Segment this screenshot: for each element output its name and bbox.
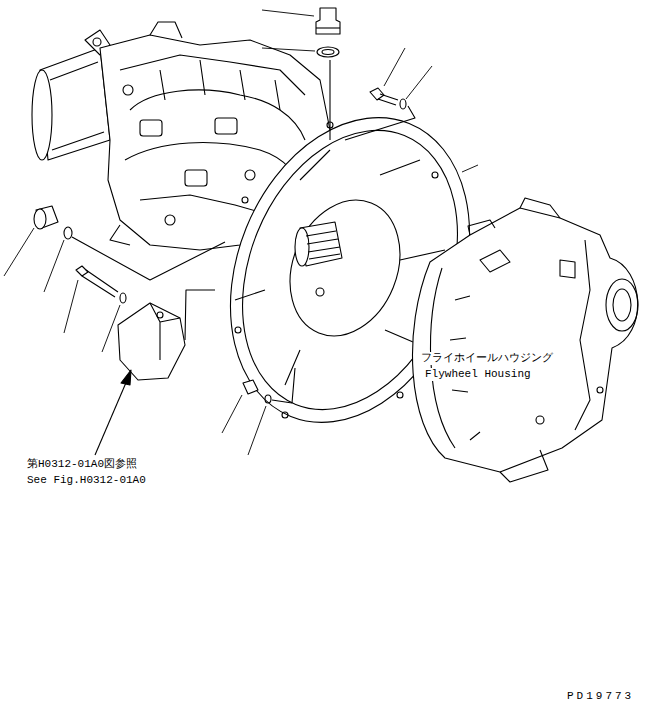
flange-bolt <box>345 88 415 140</box>
sensor-cover <box>118 290 215 380</box>
leader-lines <box>4 10 478 455</box>
reference-arrow <box>95 370 131 455</box>
flywheel-housing <box>412 198 638 482</box>
part-label: フライホイールハウジング <box>420 352 554 365</box>
drawing-number: PD19773 <box>566 690 635 703</box>
reference-note: 第H0312-01A0図参照 <box>26 458 138 471</box>
reference-note: See Fig.H0312-01A0 <box>26 474 147 487</box>
part-label: Flywheel Housing <box>424 368 532 381</box>
top-fitting <box>316 8 340 140</box>
cover-bolt <box>76 266 126 303</box>
bottom-plug <box>243 368 295 403</box>
